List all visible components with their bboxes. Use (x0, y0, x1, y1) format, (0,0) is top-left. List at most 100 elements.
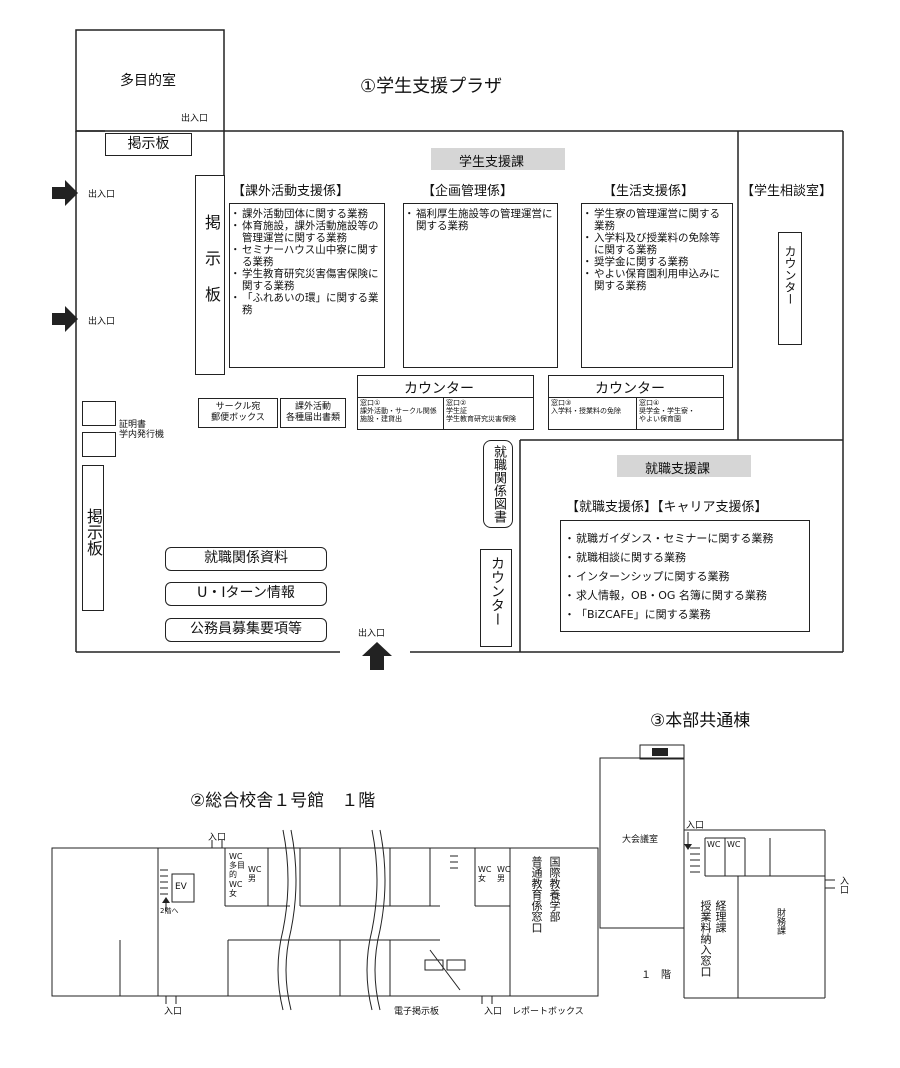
circle-mailbox-label: サークル宛 (215, 402, 261, 412)
career-duties-box: 就職ガイダンス・セミナーに関する業務 就職相談に関する業務 インターンシップに関… (560, 520, 810, 632)
duty-item: 「BiZCAFE」に関する業務 (564, 605, 803, 624)
student-support-division-label: 学生支援課 (459, 155, 525, 170)
certificate-machine-label: 学内発行機 (119, 430, 165, 440)
ev-label: EV (175, 882, 187, 892)
student-support-division-banner: 学生支援課 (431, 148, 565, 170)
wc-female-label: WC 女 (229, 880, 243, 898)
duty-item: 奨学金に関する業務 (582, 256, 729, 268)
material-label: 公務員募集要項等 (190, 621, 302, 637)
entrance-arrow-icon (362, 642, 392, 674)
activity-forms-label: 課外活動 (294, 402, 331, 412)
activity-forms-label: 各種届出書類 (285, 413, 340, 423)
circle-mailbox: サークル宛 郵便ボックス (198, 398, 278, 428)
entrance-arrow-icon (52, 306, 78, 336)
arrow-down-icon (684, 832, 692, 854)
window-grille (652, 748, 668, 756)
counter-right: カウンター 窓口③ 入学料・授業料の免除 窓口④ 奨学金・学生寮・ やよい保育園 (548, 375, 724, 430)
duty-item: 就職ガイダンス・セミナーに関する業務 (564, 529, 803, 548)
career-counter: カウンター (480, 549, 512, 647)
consultation-counter: カウンター (778, 232, 802, 345)
tuition-window-label: 授業料納入窓口 (699, 900, 712, 977)
window4-label: 窓口④ (639, 399, 660, 407)
window3-label: 窓口③ (551, 399, 572, 407)
plaza-title: ①学生支援プラザ (360, 76, 503, 97)
intl-window-label: 国際教養学部 (548, 856, 561, 922)
duty-item: 「ふれあいの環」に関する業務 (230, 292, 381, 316)
wc-female-label: WC 女 (478, 865, 492, 883)
extracurricular-duties-box: 課外活動団体に関する業務 体育施設，課外活動施設等の管理運営に関する業務 セミナ… (229, 203, 385, 368)
counter-left: カウンター 窓口① 課外活動・サークル関係 施設・建貸出 窓口② 学生証 学生教… (357, 375, 534, 430)
window3-desc: 入学料・授業料の免除 (551, 407, 621, 415)
job-library-label: 就職関係図書 (491, 445, 506, 523)
arrow-up-icon (162, 896, 170, 915)
counter-left-label: カウンター (404, 381, 474, 397)
duty-item: 課外活動団体に関する業務 (230, 208, 381, 220)
building2-title: ②総合校舎１号館 １階 (190, 791, 376, 811)
vertical-notice-board: 掲示板 (195, 175, 225, 375)
material-label: 就職関係資料 (204, 550, 288, 566)
duty-item: 学生寮の管理運営に関する業務 (582, 208, 729, 232)
window2-desc: 学生教育研究災害保険 (446, 415, 516, 423)
material-shelf: 就職関係資料 (165, 547, 327, 571)
entrance-label: 出入口 (88, 317, 116, 327)
material-shelf: U・Iターン情報 (165, 582, 327, 606)
career-division-label: 就職支援課 (645, 462, 711, 477)
duty-item: 学生教育研究災害傷害保険に関する業務 (230, 268, 381, 292)
vertical-notice-board-label: 掲示板 (202, 214, 221, 322)
material-shelf: 公務員募集要項等 (165, 618, 327, 642)
job-library-shelf: 就職関係図書 (483, 440, 513, 528)
duty-item: 求人情報，OB・OG 名簿に関する業務 (564, 586, 803, 605)
career-groups-title: 【就職支援係】【キャリア支援係】 (566, 500, 768, 515)
consultation-title: 【学生相談室】 (741, 184, 833, 199)
report-box-label: レポートボックス (512, 1007, 584, 1017)
entrance-arrow-icon (52, 180, 78, 210)
duty-item: 福利厚生施設等の管理運営に関する業務 (404, 208, 554, 232)
left-notice-board: 掲示板 (82, 465, 104, 611)
entrance-label: 出入口 (358, 629, 386, 639)
window2-info: 窓口② 学生証 学生教育研究災害保険 (446, 399, 516, 423)
duty-item: やよい保育園利用申込みに関する業務 (582, 268, 729, 292)
multipurpose-room-label: 多目的室 (120, 73, 176, 89)
window2-label: 窓口② (446, 399, 467, 407)
circle-mailbox-label: 郵便ボックス (211, 413, 265, 423)
window1-label: 窓口① (360, 399, 381, 407)
certificate-machine (82, 401, 116, 426)
material-label: U・Iターン情報 (197, 585, 295, 601)
entrance-label: 入口 (484, 1007, 503, 1017)
entrance-label: 入口 (208, 833, 227, 843)
career-division-banner: 就職支援課 (617, 455, 751, 477)
wc-male-label: WC 男 (497, 865, 511, 883)
floor-label: １ 階 (641, 970, 671, 981)
notice-board: 掲示板 (105, 133, 192, 156)
window3-info: 窓口③ 入学料・授業料の免除 (551, 399, 621, 415)
wc-label: WC (727, 840, 741, 849)
activity-forms: 課外活動 各種届出書類 (280, 398, 346, 428)
finance-label: 財務課 (775, 908, 785, 935)
notice-board-label: 掲示板 (127, 136, 170, 152)
wc-male-label: WC 男 (248, 865, 262, 883)
entrance-label: 入口 (838, 876, 848, 894)
general-window-label: 普通教育係窓口 (530, 856, 543, 933)
living-title: 【生活支援係】 (603, 184, 695, 199)
window4-desc: やよい保育園 (639, 415, 681, 423)
duty-item: 入学料及び授業料の免除等に関する業務 (582, 232, 729, 256)
planning-title: 【企画管理係】 (422, 184, 514, 199)
consultation-counter-label: カウンター (783, 245, 797, 305)
window1-desc: 施設・建貸出 (360, 415, 402, 423)
window1-desc: 課外活動・サークル関係 (360, 407, 437, 415)
wc-multi-label: WC 多目的 (229, 852, 245, 879)
left-notice-board-label: 掲示板 (84, 508, 103, 556)
to-2f-label: 2階へ (160, 907, 179, 915)
extracurricular-title: 【課外活動支援係】 (232, 184, 350, 199)
duty-item: 就職相談に関する業務 (564, 548, 803, 567)
building3-title: ③本部共通棟 (650, 711, 751, 731)
certificate-machine (82, 432, 116, 457)
career-counter-label: カウンター (489, 556, 505, 626)
duty-item: 体育施設，課外活動施設等の管理運営に関する業務 (230, 220, 381, 244)
planning-duties-box: 福利厚生施設等の管理運営に関する業務 (403, 203, 558, 368)
counter-right-label: カウンター (595, 381, 665, 397)
window4-info: 窓口④ 奨学金・学生寮・ やよい保育園 (639, 399, 695, 423)
duty-item: インターンシップに関する業務 (564, 567, 803, 586)
entrance-label: 入口 (164, 1007, 183, 1017)
